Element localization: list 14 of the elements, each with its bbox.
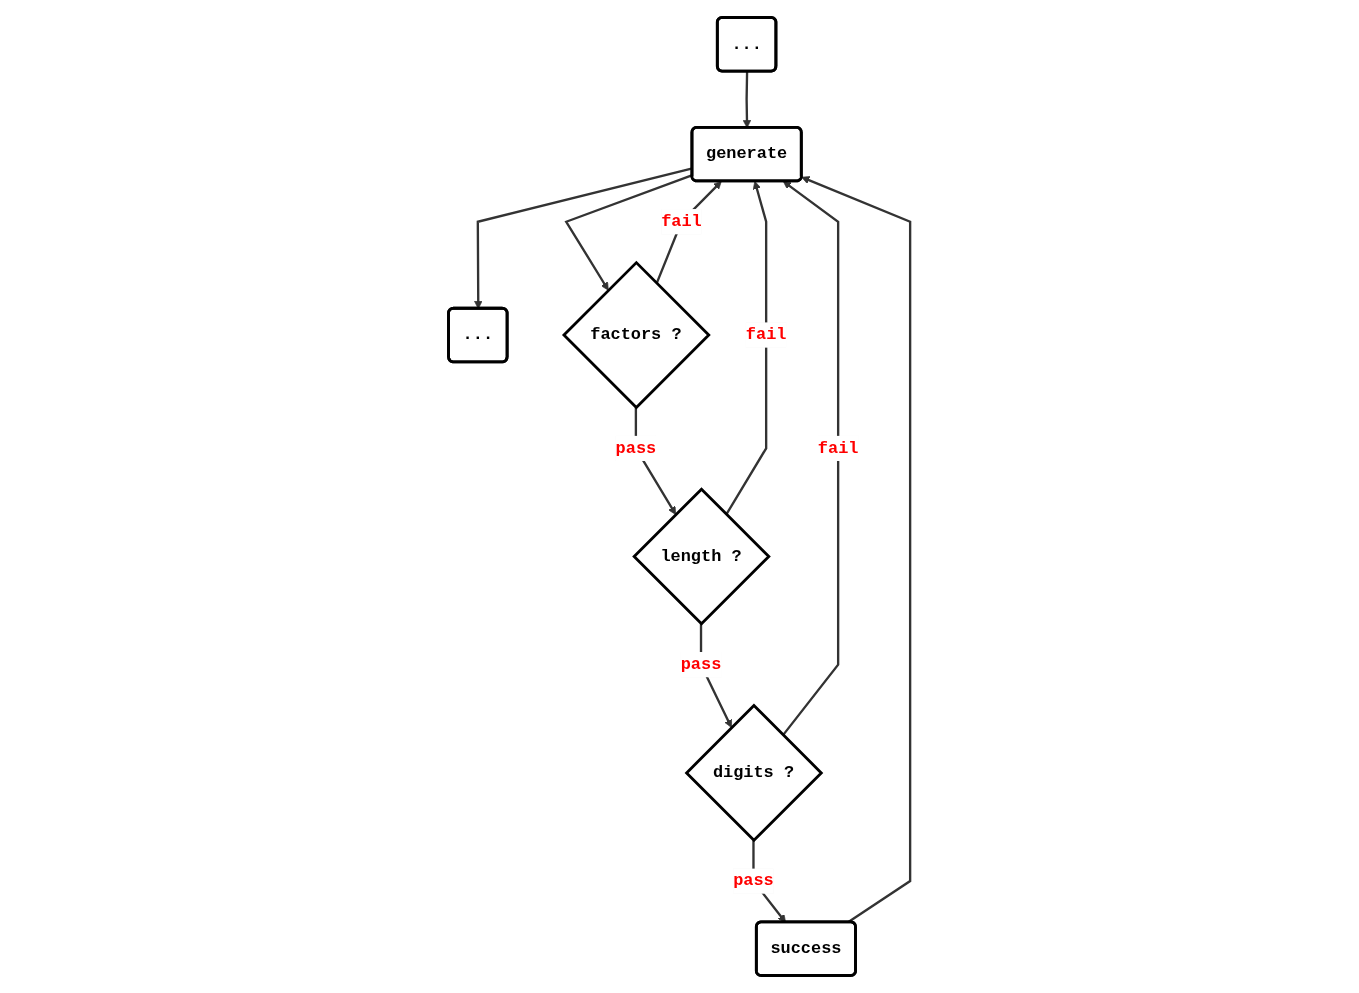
arrow [725,181,768,516]
node-diamond: length ? [632,487,771,626]
edge-label: pass [680,654,722,674]
arrow [655,181,722,284]
edge-label: fail [818,438,859,458]
node-diamond: factors ? [562,260,711,410]
node-diamond: digits ? [684,703,824,843]
arrow [801,176,912,924]
arrow [782,181,840,736]
edge-label: pass [733,871,774,891]
edge-label: fail [746,325,787,344]
edge-label: fail [661,211,702,231]
arrow [564,174,693,291]
edge-label: pass [615,438,657,458]
